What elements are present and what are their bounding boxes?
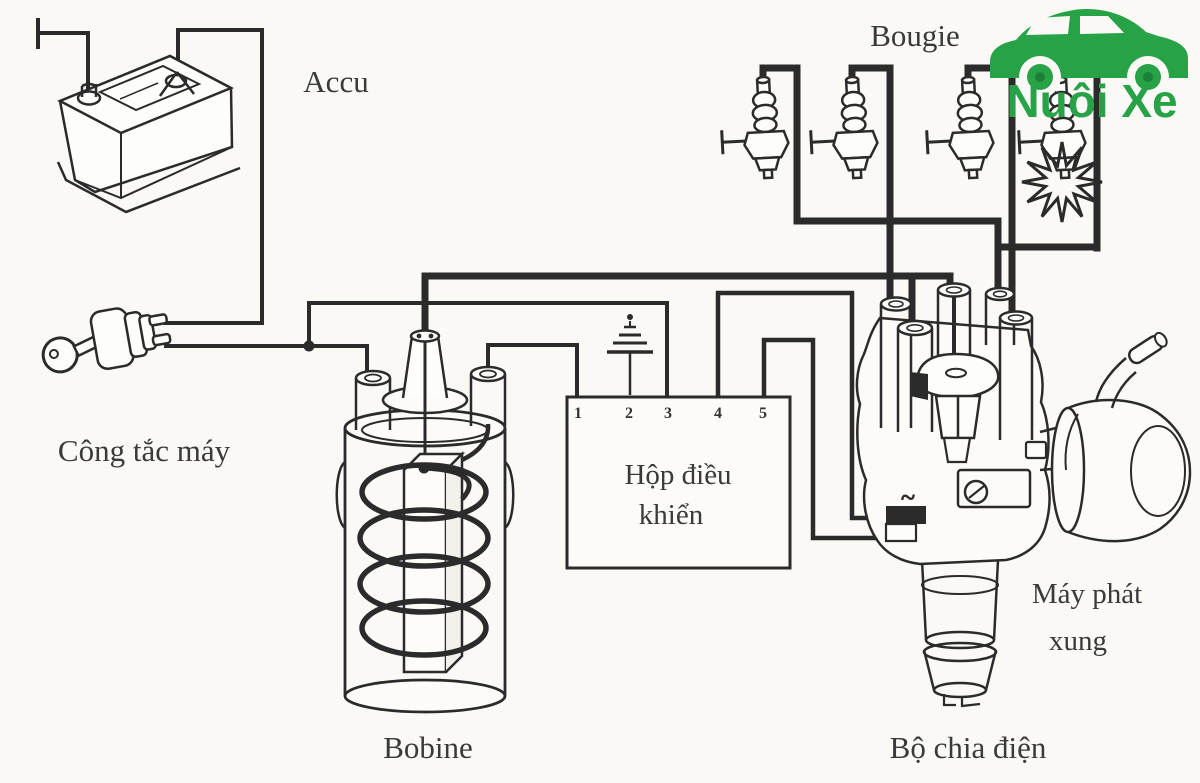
ignition-switch-label: Công tắc máy — [58, 433, 231, 468]
pickup-terminal-lower — [884, 522, 918, 543]
key-hole — [48, 348, 59, 359]
brand-name: Nuôi Xe — [1006, 75, 1177, 127]
brand-logo: Nuôi Xe — [990, 9, 1188, 127]
battery-neg-post-stem — [80, 82, 98, 97]
spark-plugs — [717, 74, 1103, 223]
terminal-3: 3 — [664, 405, 672, 422]
box-pin5-to-distributor-wire — [761, 337, 899, 541]
ac-symbol: ~ — [901, 483, 915, 512]
spark-plugs-label: Bougie — [870, 18, 960, 53]
terminal-numbers: 1 2 3 4 5 — [574, 405, 767, 422]
ignition-switch — [41, 307, 172, 374]
key-head — [41, 336, 79, 374]
battery-to-switch-wire — [164, 28, 264, 325]
battery-label: Accu — [303, 64, 368, 99]
winding-loop-3 — [357, 553, 491, 615]
pulse-generator-label-line2: xung — [1049, 625, 1107, 657]
battery-cap-line — [119, 82, 159, 100]
box-pin4-to-distributor-wire — [715, 290, 895, 521]
terminal-2: 2 — [625, 405, 633, 422]
battery-pos-clamp — [158, 71, 195, 97]
rotor-clip — [910, 372, 928, 400]
tower-dot-left — [416, 333, 422, 339]
coil-terminal-right-top — [469, 365, 507, 383]
spark-plug-2 — [806, 74, 881, 182]
ground-symbol — [607, 314, 653, 395]
coil-body-bottom — [343, 678, 507, 714]
switch-terminal-bottom — [151, 332, 172, 347]
control-box-outline — [565, 395, 792, 570]
distributor-cap-towers — [879, 282, 1034, 440]
distributor: ~ — [855, 282, 1192, 708]
battery — [56, 54, 241, 214]
switch-body-group — [41, 307, 172, 374]
battery-ground-wire — [36, 31, 90, 98]
battery-front-edges — [74, 133, 233, 200]
rotor-shaft-block — [934, 394, 982, 440]
control-box-label-line1: Hộp điều — [624, 459, 731, 491]
pickup-terminal-block — [886, 506, 926, 524]
car-icon — [990, 9, 1188, 98]
rotor-plate — [916, 352, 1000, 399]
terminal-1: 1 — [574, 405, 582, 422]
winding-entry — [423, 465, 472, 501]
switch-to-coil-wire — [164, 344, 369, 376]
rotor-center-hole — [945, 367, 967, 379]
ignition-coil — [335, 329, 515, 714]
battery-neg-post — [76, 90, 102, 106]
rotor-shaft-step — [942, 436, 972, 464]
spark-burst — [1021, 141, 1103, 223]
terminal-5: 5 — [759, 405, 767, 422]
control-box-label-line2: khiển — [639, 499, 704, 531]
switch-to-box-pin3-wire — [307, 301, 669, 399]
coil-tower-top — [409, 329, 441, 343]
pulse-generator-label-line1: Máy phát — [1032, 578, 1142, 610]
coil-terminal-right-hole — [479, 369, 497, 379]
switch-terminal-top — [148, 313, 169, 327]
spark-plug-3 — [922, 74, 997, 182]
coil-internal-junction — [418, 462, 430, 474]
coil-side-flanges — [335, 460, 515, 530]
battery-base-lip — [56, 161, 241, 214]
winding-loop-4 — [359, 598, 489, 658]
coil-terminal-right-sides — [469, 374, 507, 426]
coil-body-sides — [343, 428, 507, 696]
wire-junction-dot — [303, 340, 315, 352]
coil-to-box-pin1-wire — [486, 343, 579, 399]
screw-slot — [968, 485, 985, 499]
coil-label: Bobine — [383, 730, 473, 765]
distributor-shaft — [920, 559, 1000, 708]
terminal-4: 4 — [714, 405, 722, 422]
coil-terminal-left-hole — [364, 373, 382, 383]
tower-dot-right — [428, 333, 434, 339]
coil-terminal-left-top — [354, 369, 392, 387]
vacuum-advance — [1024, 331, 1192, 543]
control-box: 1 2 3 4 5 Hộp điều khiển — [565, 314, 792, 570]
distributor-label: Bộ chia điện — [890, 730, 1047, 765]
spark-plug-1 — [717, 74, 792, 182]
winding-loop-2 — [357, 507, 491, 569]
